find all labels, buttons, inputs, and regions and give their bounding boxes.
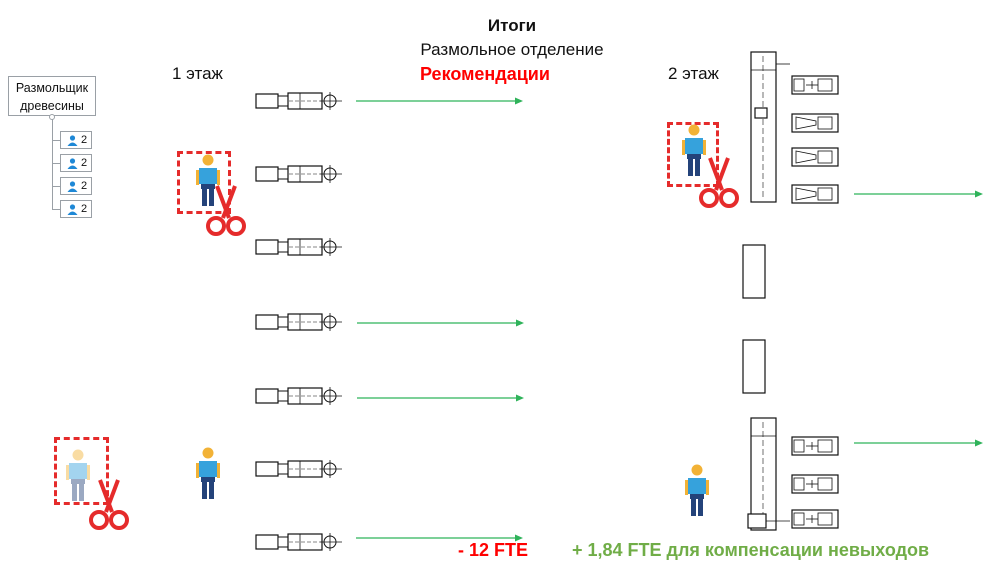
storage-bin: [742, 244, 766, 299]
vertical-conveyor-top: [750, 51, 790, 203]
org-root-label-line1: Размольщик: [15, 81, 89, 95]
org-child-count: 2: [81, 180, 88, 192]
worker-person-icon: [196, 154, 220, 206]
grinder-machine: [255, 91, 343, 111]
floor-2-machine: [791, 184, 839, 204]
org-child-count: 2: [81, 134, 88, 146]
cut-highlight-box: [667, 122, 719, 187]
scissors-cut-icon: [89, 478, 129, 530]
flow-arrows-floor-1: [356, 97, 524, 542]
floor-2-machine: [791, 75, 839, 95]
grinder-machine: [255, 164, 343, 184]
cut-highlight-box: [177, 151, 231, 214]
floor-2-machine: [791, 509, 839, 529]
org-root-box: Размольщик древесины: [8, 76, 96, 116]
person-icon: [67, 158, 78, 169]
scissors-cut-icon: [699, 156, 739, 208]
worker-person-icon: [196, 447, 220, 499]
grinder-machine: [255, 386, 343, 406]
cut-highlight-box: [54, 437, 109, 505]
vertical-conveyor-bottom: [747, 417, 790, 531]
org-tree-branch: [52, 140, 60, 141]
org-child-badge: 2: [60, 200, 92, 218]
grinder-machine: [255, 459, 343, 479]
org-tree-branch: [52, 209, 60, 210]
org-root-label-line2: древесины: [20, 99, 84, 113]
org-tree-branch: [52, 186, 60, 187]
org-child-count: 2: [81, 203, 88, 215]
floor-2-label: 2 этаж: [668, 64, 719, 83]
page-subtitle: Размольное отделение: [420, 40, 604, 59]
org-child-badge: 2: [60, 154, 92, 172]
storage-bin: [742, 339, 766, 394]
worker-person-icon: [685, 464, 709, 516]
person-icon: [67, 181, 78, 192]
org-tree-branch: [52, 163, 60, 164]
removed-worker-person-icon: [66, 449, 90, 501]
fte-compensation-label: + 1,84 FTE для компенсации невыходов: [572, 540, 930, 560]
grinder-machine: [255, 237, 343, 257]
recommendation-label: Рекомендации: [420, 64, 550, 84]
floor-2-machine: [791, 147, 839, 167]
floor-2-machine: [791, 474, 839, 494]
flow-arrows-floor-2: [854, 190, 983, 447]
person-icon: [67, 135, 78, 146]
floor-1-label: 1 этаж: [172, 64, 223, 83]
org-tree-node: [49, 114, 55, 120]
org-child-badge: 2: [60, 177, 92, 195]
person-icon: [67, 204, 78, 215]
grinder-machine: [255, 312, 343, 332]
floor-2-machine: [791, 113, 839, 133]
org-child-count: 2: [81, 157, 88, 169]
page-title: Итоги: [487, 16, 537, 35]
worker-person-icon: [682, 124, 706, 176]
org-child-badge: 2: [60, 131, 92, 149]
fte-reduction-label: - 12 FTE: [458, 540, 529, 560]
grinder-machine: [255, 532, 343, 552]
floor-2-machine: [791, 436, 839, 456]
